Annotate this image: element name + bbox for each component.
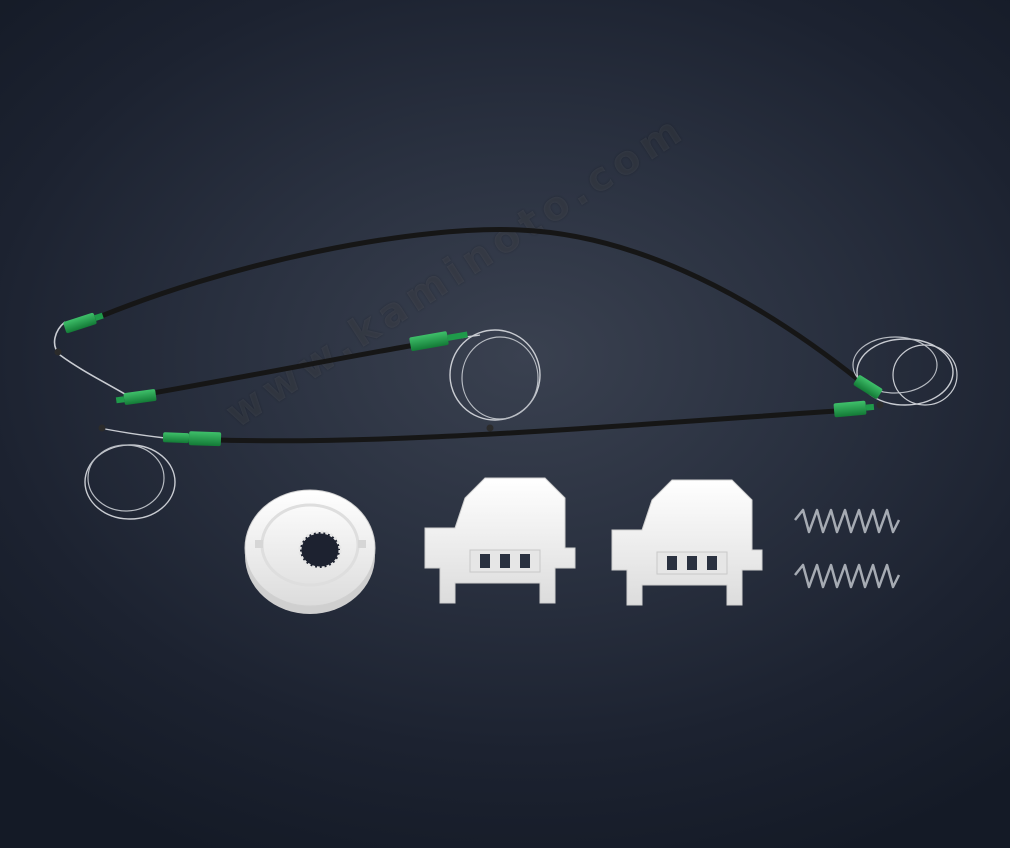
cable-end-stop (54, 348, 62, 356)
cable-end-stop (486, 424, 494, 432)
slider-clip (611, 479, 763, 606)
cable-end-stop (98, 424, 106, 432)
slider-clip (424, 477, 576, 604)
cable-ferrule (63, 312, 104, 334)
spring (794, 508, 901, 534)
cable-end-stop (876, 401, 884, 409)
cable-ferrule (833, 400, 875, 418)
cable-ferrule (853, 375, 883, 399)
cable-ferrule (409, 331, 468, 352)
cable-ferrule (162, 431, 222, 447)
pulley-wheel (244, 489, 376, 614)
spring (794, 563, 901, 589)
window-regulator-cables (53, 227, 958, 520)
cable-ferrule (115, 389, 157, 405)
